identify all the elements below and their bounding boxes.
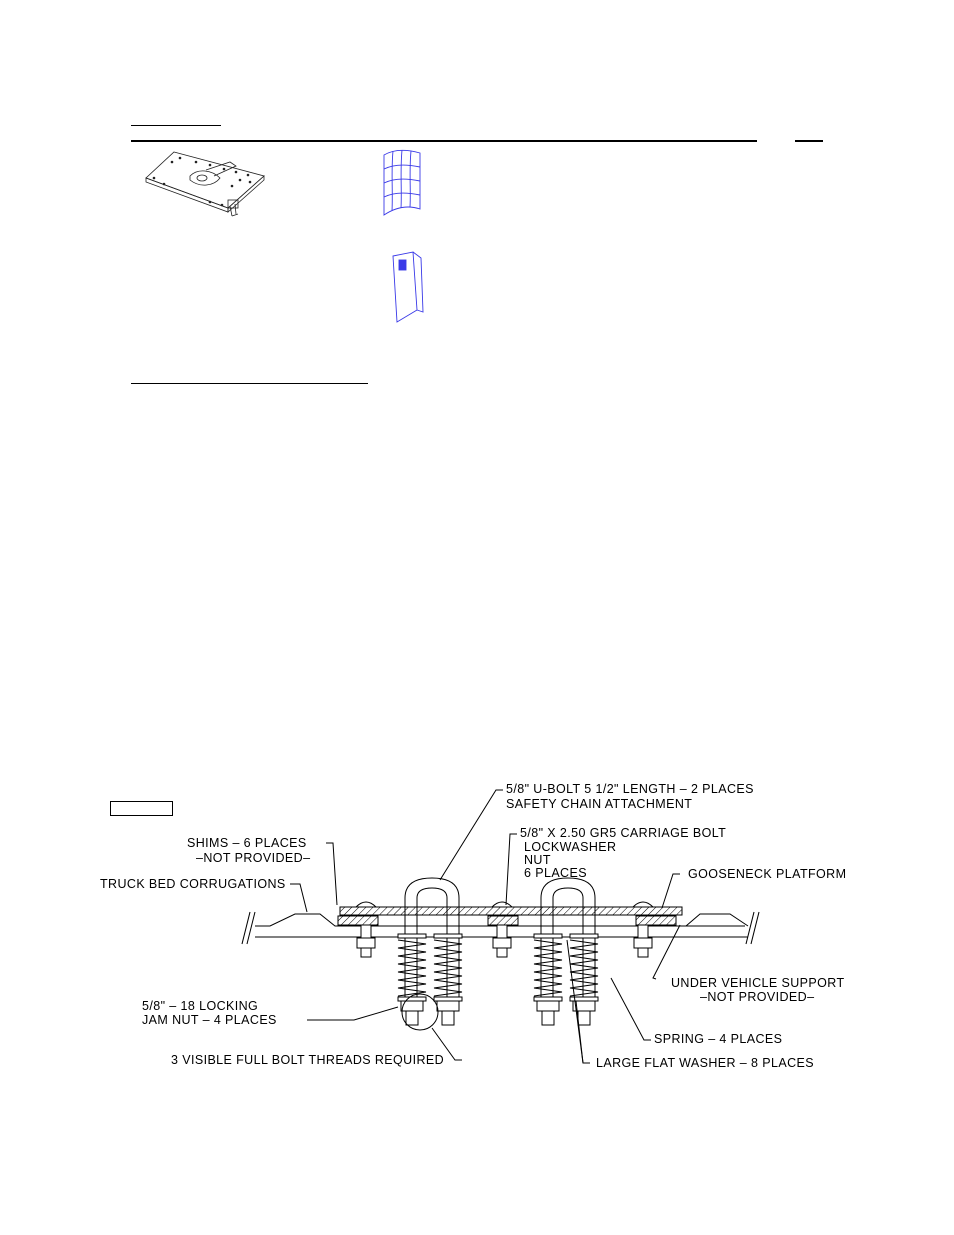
gooseneck-platform — [337, 906, 683, 926]
jam-nut-label: 5/8" – 18 LOCKING — [142, 999, 258, 1013]
carriage-bolt-label-2: LOCKWASHER — [524, 840, 616, 854]
ubolt-label: 5/8" U-BOLT 5 1/2" LENGTH – 2 PLACES — [506, 782, 754, 796]
carriage-bolts — [354, 901, 655, 958]
figure-label-box — [110, 801, 173, 816]
gooseneck-hitch-plate-icon — [145, 151, 265, 217]
carriage-bolt-label: 5/8" X 2.50 GR5 CARRIAGE BOLT — [520, 826, 726, 840]
leader-lines — [290, 789, 681, 1064]
under-support-label: UNDER VEHICLE SUPPORT — [671, 976, 844, 990]
threads-label: 3 VISIBLE FULL BOLT THREADS REQUIRED — [171, 1053, 444, 1067]
qty-column-rule — [795, 140, 823, 142]
springs — [397, 939, 599, 997]
drilling-template-sheet-icon — [383, 149, 421, 216]
shims-label: SHIMS – 6 PLACES — [187, 836, 307, 850]
gooseneck-platform-label: GOOSENECK PLATFORM — [688, 867, 846, 881]
carriage-bolt-label-3: NUT — [524, 853, 551, 867]
section-underline — [131, 383, 368, 384]
shims-label-2: –NOT PROVIDED– — [196, 851, 310, 865]
instruction-booklet-icon — [392, 251, 424, 323]
washer-label: LARGE FLAT WASHER – 8 PLACES — [596, 1056, 814, 1070]
title-underline — [131, 125, 221, 126]
ubolt-label-2: SAFETY CHAIN ATTACHMENT — [506, 797, 692, 811]
thread-detail-circle — [401, 993, 439, 1031]
u-bolts — [404, 877, 596, 1008]
carriage-bolt-label-4: 6 PLACES — [524, 866, 587, 880]
parts-list-header-rule — [131, 140, 757, 142]
spring-label: SPRING – 4 PLACES — [654, 1032, 782, 1046]
jam-nut-label-2: JAM NUT – 4 PLACES — [142, 1013, 277, 1027]
washers-and-jam-nuts — [397, 933, 599, 1026]
callout-labels: 5/8" U-BOLT 5 1/2" LENGTH – 2 PLACES SAF… — [100, 782, 846, 1070]
truck-bed-label: TRUCK BED CORRUGATIONS — [100, 877, 286, 891]
under-support-label-2: –NOT PROVIDED– — [700, 990, 814, 1004]
